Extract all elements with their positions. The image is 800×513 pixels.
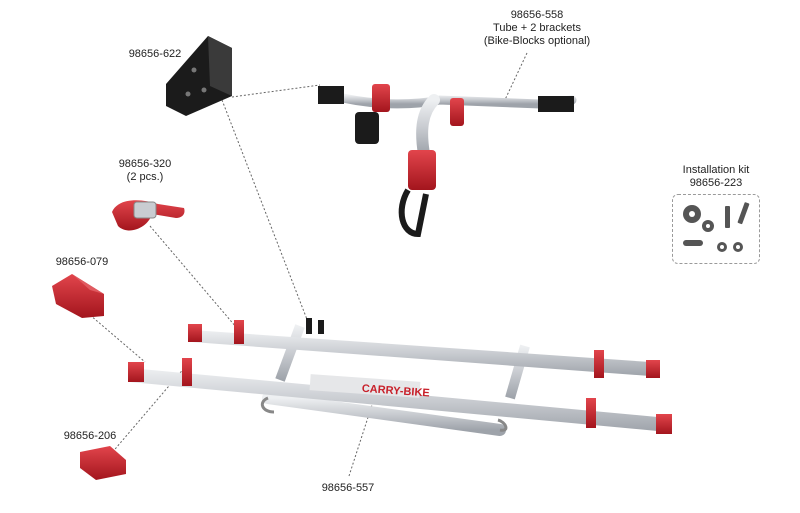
- tube-with-brackets-part: [318, 84, 577, 238]
- label-wheel-holder: 98656-079: [55, 256, 109, 268]
- label-rack: 98656-557: [321, 482, 375, 494]
- label-tube: 98656-558 Tube + 2 brackets (Bike-Blocks…: [483, 9, 591, 47]
- wall-bracket-part: [166, 36, 232, 116]
- chain-link-icon: [683, 240, 703, 246]
- rack-branding: CARRY-BIKE: [361, 383, 430, 400]
- strap-part: [112, 200, 185, 231]
- screw-icon: [737, 202, 750, 225]
- leader-line-wall-bracket-to-rack: [221, 99, 309, 323]
- leader-line-wheel-holder: [89, 314, 146, 363]
- installation-kit-icons: [683, 202, 750, 252]
- screw-icon: [725, 206, 730, 228]
- rack-part: [128, 318, 672, 436]
- leader-line-strap: [149, 225, 237, 328]
- installation-kit-box: [672, 194, 760, 264]
- label-installation-kit: Installation kit 98656-223: [682, 164, 750, 189]
- leader-line-rack: [348, 404, 373, 477]
- wheel-holder-part: [52, 274, 104, 318]
- label-end-cap: 98656-206: [63, 430, 117, 442]
- label-strap: 98656-320 (2 pcs.): [118, 158, 172, 183]
- leader-line-wall-bracket-to-tube: [231, 84, 321, 98]
- end-cap-part: [80, 446, 126, 480]
- label-wall-bracket: 98656-622: [128, 48, 182, 60]
- leader-line-tube: [502, 52, 528, 105]
